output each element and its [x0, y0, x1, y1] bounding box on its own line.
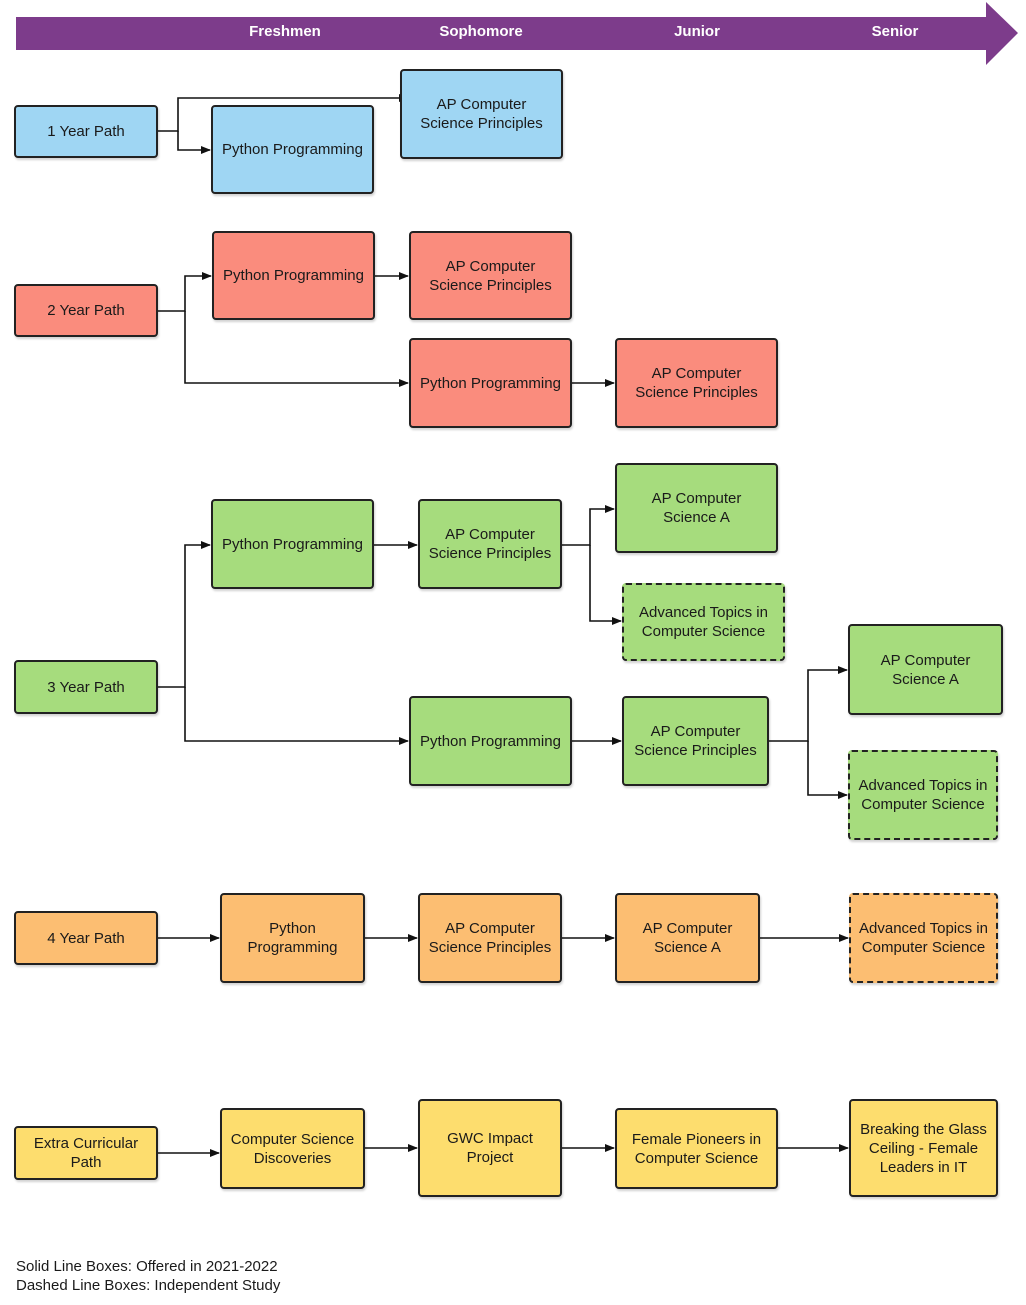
extra-glass-ceiling-box: Breaking the Glass Ceiling - Female Lead…: [849, 1099, 998, 1197]
box-label: AP Computer Science A: [880, 651, 971, 688]
box-label: AP Computer Science Principles: [635, 365, 758, 401]
box-label: Advanced Topics in Computer Science: [858, 777, 988, 813]
two-year-path-box: 2 Year Path: [14, 284, 158, 337]
box-label: AP Computer Science Principles: [429, 257, 552, 294]
box-label: AP Computer Science Principles: [420, 96, 543, 132]
extra-curricular-path-box: Extra Curricular Path: [14, 1126, 158, 1180]
extra-gwc-box: GWC Impact Project: [418, 1099, 562, 1197]
three-year-b-apcsp-box: AP Computer Science Principles: [622, 696, 769, 786]
year-label-senior: Senior: [871, 23, 919, 40]
box-label: Extra Curricular Path: [33, 1135, 139, 1171]
one-year-path-box: 1 Year Path: [14, 105, 158, 158]
connector: [158, 541, 211, 688]
box-label: Python Programming: [222, 141, 363, 158]
box-label: Breaking the Glass Ceiling - Female Lead…: [860, 1120, 987, 1176]
extra-discoveries-box: Computer Science Discoveries: [220, 1108, 365, 1189]
box-label: Female Pioneers in Computer Science: [631, 1130, 762, 1167]
box-label: Python Programming: [247, 920, 338, 956]
box-label: Python Programming: [420, 374, 561, 392]
three-year-a-python-box: Python Programming: [211, 499, 374, 589]
box-label: Computer Science Discoveries: [230, 1130, 355, 1167]
three-year-path-box: 3 Year Path: [14, 660, 158, 714]
one-year-apcsp-box: AP Computer Science Principles: [400, 69, 563, 159]
four-year-python-box: Python Programming: [220, 893, 365, 983]
box-label: AP Computer Science Principles: [634, 723, 757, 759]
connector: [158, 272, 212, 312]
box-label: AP Computer Science A: [642, 920, 733, 956]
two-year-b-python-box: Python Programming: [409, 338, 572, 428]
connector: [184, 687, 409, 745]
year-label-junior: Junior: [674, 23, 720, 40]
legend-solid: Solid Line Boxes: Offered in 2021-2022: [16, 1258, 278, 1275]
box-label: 1 Year Path: [47, 123, 125, 140]
two-year-a-apcsp-box: AP Computer Science Principles: [409, 231, 572, 320]
connector: [807, 741, 848, 799]
connector: [769, 666, 848, 742]
box-label: 3 Year Path: [47, 678, 125, 696]
two-year-a-python-box: Python Programming: [212, 231, 375, 320]
box-label: Advanced Topics in Computer Science: [859, 920, 988, 956]
connector: [562, 505, 615, 546]
one-year-python-box: Python Programming: [211, 105, 374, 194]
connector: [589, 545, 622, 625]
year-timeline-arrow: [16, 2, 1018, 65]
connector: [158, 94, 409, 132]
three-year-b-python-box: Python Programming: [409, 696, 572, 786]
three-year-a-apcsp-box: AP Computer Science Principles: [418, 499, 562, 589]
two-year-b-apcsp-box: AP Computer Science Principles: [615, 338, 778, 428]
connector: [184, 311, 409, 387]
four-year-apcsp-box: AP Computer Science Principles: [418, 893, 562, 983]
year-label-sophomore: Sophomore: [439, 23, 523, 40]
three-year-b-apcsa-box: AP Computer Science A: [848, 624, 1003, 715]
three-year-a-advanced-box: Advanced Topics in Computer Science: [622, 583, 785, 661]
legend-dashed: Dashed Line Boxes: Independent Study: [16, 1277, 281, 1294]
box-label: GWC Impact Project: [447, 1130, 533, 1166]
box-label: Python Programming: [222, 535, 363, 553]
box-label: AP Computer Science Principles: [428, 526, 552, 562]
box-label: AP Computer Science A: [651, 490, 742, 526]
four-year-advanced-box: Advanced Topics in Computer Science: [849, 893, 998, 983]
box-label: Python Programming: [420, 732, 561, 750]
box-label: Python Programming: [223, 267, 364, 284]
box-label: AP Computer Science Principles: [428, 920, 552, 956]
box-label: 4 Year Path: [47, 929, 125, 947]
year-label-freshmen: Freshmen: [249, 23, 321, 40]
three-year-a-apcsa-box: AP Computer Science A: [615, 463, 778, 553]
connector: [177, 131, 211, 154]
extra-pioneers-box: Female Pioneers in Computer Science: [615, 1108, 778, 1189]
box-label: 2 Year Path: [47, 302, 125, 319]
four-year-path-box: 4 Year Path: [14, 911, 158, 965]
box-label: Advanced Topics in Computer Science: [639, 604, 768, 640]
four-year-apcsa-box: AP Computer Science A: [615, 893, 760, 983]
three-year-b-advanced-box: Advanced Topics in Computer Science: [848, 750, 998, 840]
